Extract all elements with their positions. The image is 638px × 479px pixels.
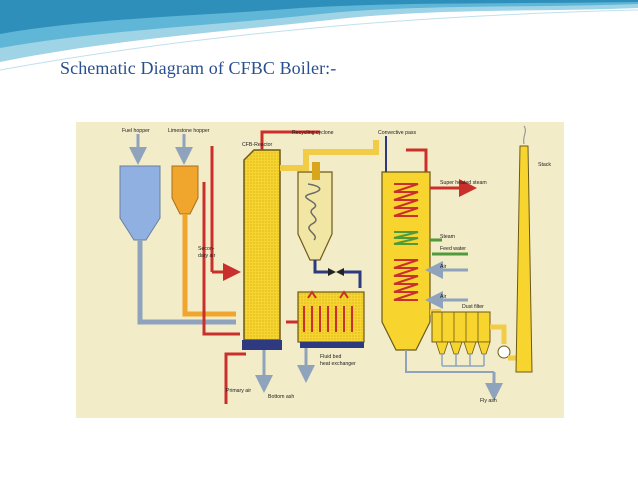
label-secondary-air-line1: Secon-	[198, 246, 215, 252]
fluid-bed-heat-exchanger	[286, 290, 365, 383]
label-fluid-bed-line2: heat exchanger	[320, 361, 356, 367]
label-primary-air: Primary air	[226, 388, 251, 394]
label-stack: Stack	[538, 162, 551, 168]
flue-gas-duct	[280, 140, 379, 171]
label-fly-ash: Fly ash	[480, 398, 497, 404]
label-air-lower: Air	[440, 294, 447, 300]
label-cfb-reactor: CFB-Reactor	[242, 142, 273, 148]
label-convective-pass: Convective pass	[378, 130, 416, 136]
label-superheated-steam: Super heated steam	[440, 180, 487, 186]
label-secondary-air-line2: dary air	[198, 253, 216, 259]
label-feed-water: Feed water	[440, 246, 466, 252]
slide-header-wave	[0, 0, 638, 71]
stack	[508, 125, 533, 373]
label-fuel-hopper: Fuel hopper	[122, 128, 150, 134]
label-fluid-bed-line1: Fluid bed	[320, 354, 341, 360]
label-recycling-cyclone: Recycling cyclone	[292, 130, 334, 136]
air-supply-lines	[202, 146, 246, 404]
cfb-reactor	[242, 130, 320, 393]
label-bottom-ash: Bottom ash	[268, 394, 294, 400]
limestone-hopper	[171, 134, 236, 317]
label-steam: Steam	[440, 234, 455, 240]
convective-pass	[381, 136, 494, 373]
cfbc-boiler-diagram: Fuel hopper Limestone hopper CFB-Reactor…	[76, 122, 564, 418]
label-air-upper: Air	[440, 264, 447, 270]
recycling-cyclone	[297, 162, 362, 288]
slide-title: Schematic Diagram of CFBC Boiler:-	[60, 58, 337, 78]
label-limestone-hopper: Limestone hopper	[168, 128, 210, 134]
label-dust-filter: Dust filter	[462, 304, 484, 310]
dust-filter	[430, 309, 511, 401]
